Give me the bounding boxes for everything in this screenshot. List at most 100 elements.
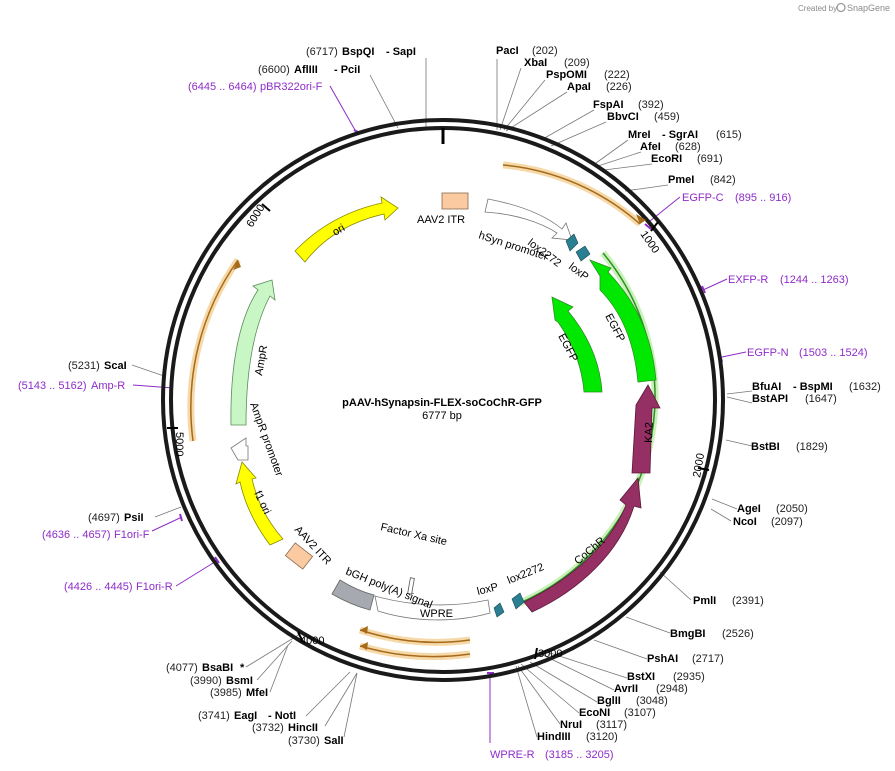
pos-sali: (3730) [288, 735, 320, 747]
cochr-shape [523, 476, 642, 613]
pos-xbai: (209) [564, 57, 590, 69]
tick-4000 [297, 631, 304, 643]
tick-1000 [650, 221, 659, 232]
pos-bspqi: (6717) [306, 46, 338, 58]
center-title: pAAV-hSynapsin-FLEX-soCoChR-GFP 6777 bp [342, 397, 542, 422]
label-ori: ori [331, 222, 348, 239]
enzyme-mfei: MfeI [246, 687, 268, 699]
pos-apai: (226) [606, 81, 632, 93]
tick-6000 [261, 203, 271, 212]
pos-bbvci: (459) [654, 111, 680, 123]
pos-eagi: (3741) [198, 710, 230, 722]
loxp-top-shape [575, 245, 591, 262]
range-f1ori-r: (4426 .. 4445) [64, 581, 133, 593]
loxp-bottom-shape [493, 602, 505, 618]
range-exfp-r: (1244 .. 1263) [780, 274, 849, 286]
enzyme-xbai: XbaI [524, 57, 547, 69]
enzyme-afliii: AflIII [294, 64, 318, 76]
snapgene-credit: Created by SnapGene [798, 2, 890, 13]
enzyme-bsabi: BsaBI [202, 662, 233, 674]
primer-egfp-n: EGFP-N [747, 347, 789, 359]
enzyme-noti: - NotI [268, 710, 296, 722]
tick-label-5000: 5000 [173, 432, 185, 456]
range-egfp-c: (895 .. 916) [735, 192, 791, 204]
pos-afliii: (6600) [258, 64, 290, 76]
ori-shape [294, 196, 399, 263]
enzyme-nrui: NruI [560, 719, 582, 731]
pos-pmli: (2391) [732, 595, 764, 607]
pos-hincii: (3732) [252, 722, 284, 734]
enzyme-bspmi: - BspMI [793, 381, 833, 393]
range-f1ori-f: (4636 .. 4657) [42, 529, 111, 541]
enzyme-pmli: PmlI [693, 595, 716, 607]
factor-xa-site-shape [407, 577, 415, 595]
lox2272-top-shape [565, 233, 579, 252]
enzyme-pmei: PmeI [668, 174, 694, 186]
enzyme-eagi: EagI [234, 710, 257, 722]
backbone [161, 118, 725, 682]
orf-arrowheads [233, 214, 646, 650]
tick-3000 [534, 647, 538, 660]
plasmid-length: 6777 bp [422, 410, 462, 422]
ampr-shape [230, 279, 276, 426]
pos-fspai: (392) [638, 99, 664, 111]
hsyn-promoter-shape [484, 198, 573, 241]
ampr-promoter-shape [230, 437, 249, 461]
egfp-outer-shape [589, 259, 657, 383]
tick-label-4000: 4000 [300, 635, 324, 647]
enzyme-bbvci: BbvCI [607, 111, 639, 123]
f1-ori-shape [235, 461, 284, 546]
enzyme-pshai: PshAI [647, 653, 678, 665]
pos-bmgbi: (2526) [722, 628, 754, 640]
tick-2000 [697, 467, 710, 471]
pos-mfei: (3985) [210, 687, 242, 699]
egfp-inner-shape [551, 296, 603, 393]
orf-arrow-top [502, 161, 643, 227]
primer-exfp-r: EXFP-R [728, 274, 768, 286]
label-ka2: KA2 [643, 422, 656, 443]
enzyme-econi: EcoNI [579, 707, 610, 719]
primer-pbr322ori-f: pBR322ori-F [260, 81, 323, 93]
pos-scai: (5231) [68, 360, 100, 372]
enzyme-scai: ScaI [104, 360, 127, 372]
pos-afei: (628) [675, 141, 701, 153]
range-wpre-r: (3185 .. 3205) [545, 749, 614, 761]
enzyme-afei: AfeI [640, 141, 661, 153]
enzyme-ncoi: NcoI [733, 516, 757, 528]
label-ampr: AmpR [253, 344, 270, 376]
label-factor-xa: Factor Xa site [379, 521, 448, 548]
features [230, 192, 661, 621]
tick-labels: 1000 2000 3000 4000 5000 6000 [173, 202, 707, 660]
pos-hindiii: (3120) [586, 731, 618, 743]
primer-f1ori-r: F1ori-R [136, 581, 173, 593]
enzyme-bsmi: BsmI [226, 675, 253, 687]
pos-nrui: (3117) [596, 719, 627, 731]
orf-arrow-left [187, 257, 241, 442]
primer-amp-r: Amp-R [91, 380, 125, 392]
brand-text: SnapGene [847, 3, 890, 13]
primer-labels: (6445 .. 6464) pBR322ori-F EGFP-C (895 .… [18, 81, 868, 761]
primer-wpre-r: WPRE-R [490, 749, 535, 761]
pos-bsabi: (4077) [166, 662, 198, 674]
pos-agei: (2050) [776, 503, 808, 515]
enzyme-apai: ApaI [567, 81, 591, 93]
orf-arrow-bottom-2 [359, 642, 471, 661]
primer-leader-lines [132, 85, 747, 743]
range-egfp-n: (1503 .. 1524) [799, 347, 868, 359]
primer-egfp-c: EGFP-C [682, 192, 724, 204]
enzyme-bglii: BglII [597, 695, 621, 707]
enzyme-bstbi: BstBI [751, 441, 780, 453]
pos-ecori: (691) [697, 153, 723, 165]
orf-arrows [187, 161, 643, 661]
pos-bstbi: (1829) [796, 441, 828, 453]
enzyme-bmgbi: BmgBI [670, 628, 705, 640]
leader-lines [131, 58, 753, 738]
pos-pmei: (842) [710, 174, 736, 186]
enzyme-fspai: FspAI [593, 99, 624, 111]
pos-bglii: (3048) [636, 695, 668, 707]
pos-pshai: (2717) [692, 653, 724, 665]
pos-bstapi: (1647) [805, 393, 837, 405]
orf-arrow-bottom-1 [358, 626, 471, 646]
label-aav2-itr-top: AAV2 ITR [417, 214, 465, 226]
